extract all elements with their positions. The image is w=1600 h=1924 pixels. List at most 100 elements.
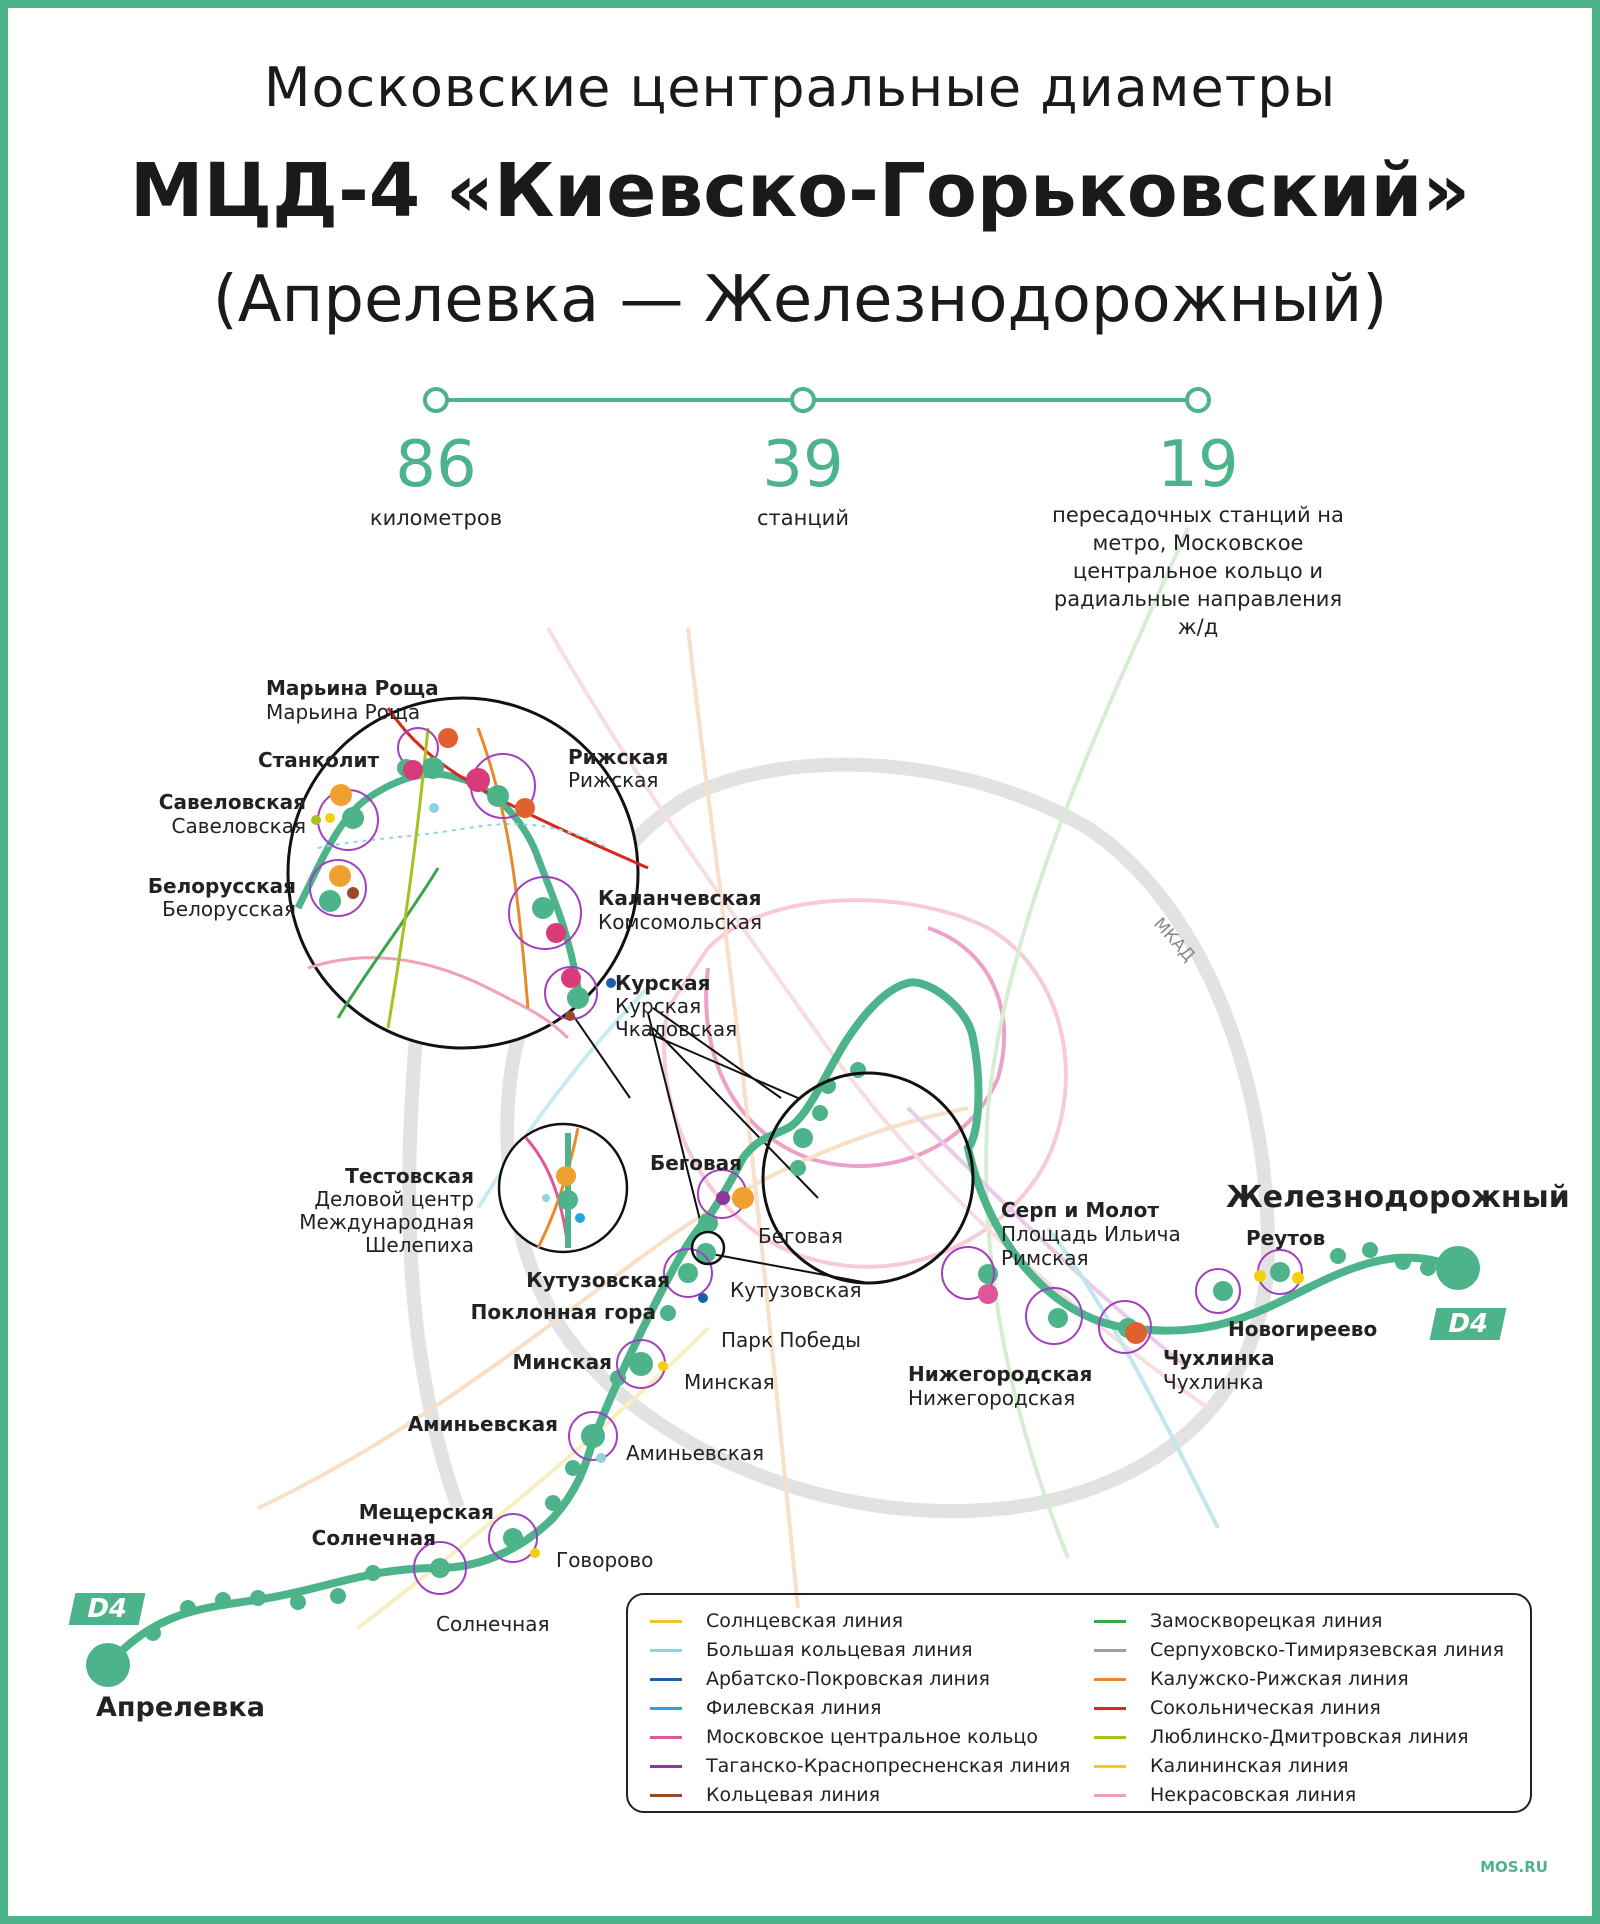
- transfer-chukhlinka: Чухлинка: [1163, 1370, 1264, 1394]
- station-nizhegorodskaya: Нижегородская: [908, 1362, 1093, 1386]
- station-savelovskaya: Савеловская: [158, 790, 306, 814]
- stat-km-value: 86: [395, 428, 477, 502]
- transfer-govorovo: Говорово: [556, 1548, 654, 1572]
- transfer-mezhdunarodnaya: Международная: [299, 1210, 474, 1234]
- legend-swatch: [650, 1794, 682, 1797]
- legend-swatch: [1094, 1765, 1126, 1768]
- transfer-kurskaya: Курская: [615, 994, 702, 1018]
- legend-swatch: [1094, 1736, 1126, 1739]
- transfer-aminyevskaya: Аминьевская: [626, 1441, 765, 1465]
- legend-swatch: [650, 1620, 682, 1623]
- legend-label: Замоскворецкая линия: [1150, 1610, 1383, 1632]
- zoom-center: [652, 1007, 975, 1285]
- stat-transfers-value: 19: [1157, 428, 1239, 502]
- stat-stations-label: станций: [757, 506, 849, 530]
- legend-swatch: [1094, 1794, 1126, 1797]
- station-stankolit: Станколит: [258, 748, 380, 772]
- legend-item: Серпуховско-Тимирязевская линия: [1094, 1636, 1504, 1664]
- transfer-rings: [413, 1169, 1303, 1595]
- route-map: [86, 387, 1480, 1687]
- d4-stations: [86, 1246, 1480, 1687]
- legend-item: Арбатско-Покровская линия: [650, 1665, 990, 1693]
- stat-transfers-label: пересадочных станций на метро, Московско…: [1052, 503, 1344, 639]
- station-belorusskaya: Белорусская: [147, 874, 296, 898]
- legend-label: Серпуховско-Тимирязевская линия: [1150, 1639, 1504, 1661]
- d4-badge-west: D4: [68, 1593, 146, 1625]
- station-poklonnaya-gora: Поклонная гора: [470, 1300, 656, 1324]
- legend-item: Сокольническая линия: [1094, 1694, 1381, 1722]
- station-testovskaya: Тестовская: [345, 1164, 474, 1188]
- transfer-minskaya: Минская: [684, 1370, 775, 1394]
- station-novogireevo: Новогиреево: [1228, 1317, 1378, 1341]
- station-kurskaya: Курская: [615, 971, 711, 995]
- legend-label: Кольцевая линия: [706, 1784, 881, 1806]
- station-chukhlinka: Чухлинка: [1163, 1346, 1275, 1370]
- legend-label: Московское центральное кольцо: [706, 1726, 1038, 1748]
- terminal-zheleznodorozhny: Железнодорожный: [1226, 1180, 1570, 1215]
- stat-km-label: километров: [369, 506, 503, 530]
- d4-badge-east: D4: [1429, 1308, 1507, 1340]
- transfer-shelepikha: Шелепиха: [365, 1233, 474, 1257]
- legend-swatch: [1094, 1620, 1126, 1623]
- legend-item: Замоскворецкая линия: [1094, 1607, 1383, 1635]
- transfer-solnechnaya: Солнечная: [436, 1612, 550, 1636]
- legend-label: Калужско-Рижская линия: [1150, 1668, 1409, 1690]
- station-kutuzovskaya: Кутузовская: [526, 1268, 670, 1292]
- legend-label: Люблинско-Дмитровская линия: [1150, 1726, 1469, 1748]
- legend-label: Некрасовская линия: [1150, 1784, 1357, 1806]
- stat-stations-value: 39: [762, 428, 844, 502]
- transfer-begovaya: Беговая: [758, 1224, 843, 1248]
- transfer-komsomolskaya: Комсомольская: [598, 910, 763, 934]
- transfer-delovoy-tsentr: Деловой центр: [314, 1187, 474, 1211]
- legend-item: Люблинско-Дмитровская линия: [1094, 1723, 1469, 1751]
- station-solnechnaya: Солнечная: [311, 1526, 436, 1550]
- terminal-aprelevka: Апрелевка: [96, 1692, 265, 1723]
- legend-swatch: [1094, 1649, 1126, 1652]
- legend-label: Арбатско-Покровская линия: [706, 1668, 990, 1690]
- station-rizhskaya: Рижская: [568, 745, 669, 769]
- page-title: МЦД-4 «Киевско-Горьковский»: [129, 148, 1471, 234]
- transfer-dots: [530, 1187, 1304, 1558]
- transfer-rimskaya: Римская: [1001, 1246, 1089, 1270]
- transfer-kutuzovskaya: Кутузовская: [730, 1278, 862, 1302]
- transfer-ploshchad-ilicha: Площадь Ильича: [1001, 1222, 1181, 1246]
- legend-swatch: [650, 1765, 682, 1768]
- legend-item: Филевская линия: [650, 1694, 881, 1722]
- station-kalanchevskaya: Каланчевская: [598, 886, 762, 910]
- legend-item: Некрасовская линия: [1094, 1781, 1356, 1809]
- legend-label: Большая кольцевая линия: [706, 1639, 973, 1661]
- station-minskaya: Минская: [512, 1350, 612, 1374]
- legend-item: Кольцевая линия: [650, 1781, 880, 1809]
- legend-label: Сокольническая линия: [1150, 1697, 1381, 1719]
- d4-line: [104, 978, 1460, 1668]
- zoom-testovskaya: [497, 1122, 726, 1266]
- legend-item: Московское центральное кольцо: [650, 1723, 1038, 1751]
- legend-item: Большая кольцевая линия: [650, 1636, 973, 1664]
- transfer-chkalovskaya: Чкаловская: [615, 1017, 738, 1041]
- transfer-nizhegorodskaya: Нижегородская: [908, 1386, 1076, 1410]
- legend-item: Калужско-Рижская линия: [1094, 1665, 1409, 1693]
- legend-label: Таганско-Краснопресненская линия: [706, 1755, 1071, 1777]
- station-marina-roshcha: Марьина Роща: [266, 676, 439, 700]
- transfer-savelovskaya: Савеловская: [171, 814, 306, 838]
- intermediate-stops: [145, 1062, 1436, 1641]
- transfer-marina-roshcha: Марьина Роща: [266, 700, 421, 724]
- transfer-belorusskaya: Белорусская: [162, 897, 296, 921]
- legend-item: Таганско-Краснопресненская линия: [650, 1752, 1070, 1780]
- legend-item: Солнцевская линия: [650, 1607, 903, 1635]
- stats-connector: [423, 387, 1211, 413]
- legend-swatch: [650, 1736, 682, 1739]
- station-reutov: Реутов: [1246, 1226, 1326, 1250]
- station-begovaya: Беговая: [650, 1151, 742, 1175]
- legend-swatch: [650, 1649, 682, 1652]
- station-serp-i-molot: Серп и Молот: [1001, 1198, 1159, 1222]
- legend-swatch: [650, 1678, 682, 1681]
- brand-logo: MOS.RU: [1480, 1858, 1548, 1876]
- page-subtitle: Московские центральные диаметры: [263, 56, 1337, 119]
- legend-item: Калининская линия: [1094, 1752, 1349, 1780]
- transfer-rizhskaya: Рижская: [568, 768, 659, 792]
- station-aminyevskaya: Аминьевская: [407, 1412, 558, 1436]
- legend-swatch: [1094, 1707, 1126, 1710]
